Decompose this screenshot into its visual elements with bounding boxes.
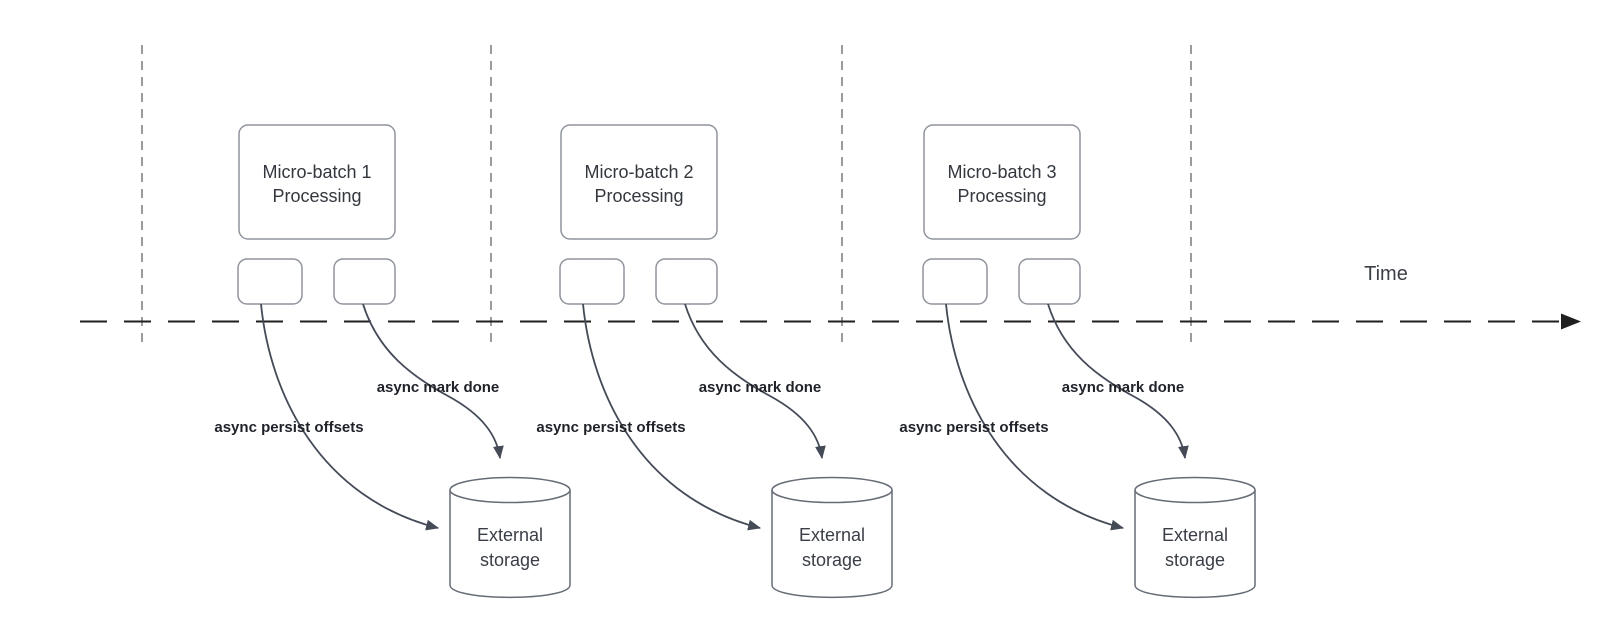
processing-box-title-line2: Processing <box>272 186 361 206</box>
persist-task-box <box>922 258 988 305</box>
external-storage-cylinder-top <box>449 476 571 504</box>
persist-offsets-label: async persist offsets <box>899 419 1048 436</box>
processing-box-title-line1: Micro-batch 2 <box>584 162 693 182</box>
micro-batch-3-group: Micro-batch 3 Processing async persist o… <box>899 124 1256 599</box>
external-storage-label-line1: External <box>799 525 865 545</box>
timeline-label: Time <box>1364 263 1408 285</box>
micro-batch-2-group: Micro-batch 2 Processing async persist o… <box>536 124 893 599</box>
mark-done-label: async mark done <box>1062 379 1185 396</box>
processing-box-title-line1: Micro-batch 3 <box>947 162 1056 182</box>
mark-done-label: async mark done <box>377 379 500 396</box>
persist-task-box <box>237 258 303 305</box>
external-storage-label-line2: storage <box>802 550 862 570</box>
processing-box-title-line1: Micro-batch 1 <box>262 162 371 182</box>
timeline-arrowhead <box>1561 313 1581 330</box>
persist-offsets-arrow <box>582 303 762 531</box>
processing-box <box>238 124 396 240</box>
mark-done-arrow <box>1047 303 1189 460</box>
external-storage-cylinder-body <box>449 490 571 599</box>
external-storage-cylinder-top <box>1134 476 1256 504</box>
persist-offsets-arrow <box>945 303 1125 531</box>
markdone-task-box <box>1018 258 1081 305</box>
mark-done-label: async mark done <box>699 379 822 396</box>
persist-offsets-label: async persist offsets <box>214 419 363 436</box>
processing-box-title-line2: Processing <box>957 186 1046 206</box>
processing-box-title-line2: Processing <box>594 186 683 206</box>
markdone-task-box <box>655 258 718 305</box>
processing-box <box>560 124 718 240</box>
mark-done-arrow <box>684 303 826 460</box>
micro-batch-1-group: Micro-batch 1 Processing async persist o… <box>214 124 571 599</box>
external-storage-cylinder-body <box>1134 490 1256 599</box>
persist-offsets-arrow <box>260 303 440 531</box>
external-storage-label-line2: storage <box>1165 550 1225 570</box>
mark-done-arrow <box>362 303 504 460</box>
external-storage-label-line1: External <box>477 525 543 545</box>
external-storage-label-line1: External <box>1162 525 1228 545</box>
processing-box <box>923 124 1081 240</box>
markdone-task-box <box>333 258 396 305</box>
persist-task-box <box>559 258 625 305</box>
external-storage-cylinder-top <box>771 476 893 504</box>
external-storage-label-line2: storage <box>480 550 540 570</box>
external-storage-cylinder-body <box>771 490 893 599</box>
persist-offsets-label: async persist offsets <box>536 419 685 436</box>
